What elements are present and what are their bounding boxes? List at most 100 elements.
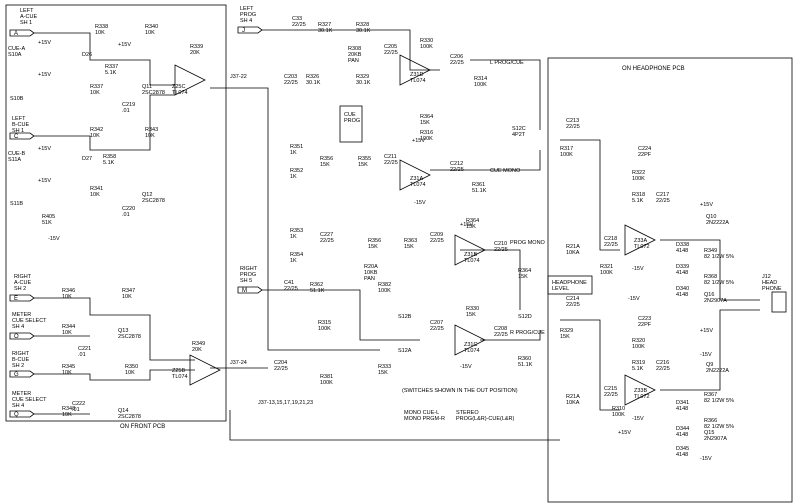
svg-text:+15V: +15V — [618, 430, 631, 436]
svg-text:O: O — [14, 334, 19, 340]
svg-text:D27: D27 — [82, 156, 92, 162]
svg-text:-15V: -15V — [700, 352, 712, 358]
svg-text:+15V: +15V — [460, 222, 473, 228]
svg-text:S11B: S11B — [10, 201, 23, 207]
svg-text:J37-22: J37-22 — [230, 74, 247, 80]
svg-text:+15V: +15V — [412, 138, 425, 144]
svg-text:+15V: +15V — [38, 178, 51, 184]
svg-text:+15V: +15V — [38, 146, 51, 152]
front-pcb-frame — [5, 4, 227, 422]
svg-text:S12B: S12B — [398, 314, 412, 320]
wiring — [34, 29, 760, 441]
svg-text:L PROG/CUE: L PROG/CUE — [490, 60, 524, 66]
svg-text:J37-13,15,17,19,21,23: J37-13,15,17,19,21,23 — [258, 400, 313, 406]
svg-text:C222.01: C222.01 — [72, 401, 85, 413]
main-parts: J37-22 J37-24 J37-13,15,17,19,21,23 R327… — [230, 16, 587, 422]
headphone-pcb-title: ON HEADPHONE PCB — [622, 66, 685, 72]
svg-text:-15V: -15V — [414, 200, 426, 206]
svg-text:G: G — [14, 372, 19, 378]
svg-text:+15V: +15V — [118, 42, 131, 48]
svg-text:+15V: +15V — [700, 202, 713, 208]
svg-text:-15V: -15V — [632, 416, 644, 422]
svg-text:-15V: -15V — [632, 266, 644, 272]
opamp-symbols — [174, 54, 656, 406]
svg-text:M: M — [242, 288, 247, 294]
svg-text:Q: Q — [14, 412, 19, 418]
svg-text:-15V: -15V — [628, 296, 640, 302]
svg-text:-15V: -15V — [460, 364, 472, 370]
svg-text:C219.01: C219.01 — [122, 102, 135, 114]
svg-text:CUE MONO: CUE MONO — [490, 168, 521, 174]
